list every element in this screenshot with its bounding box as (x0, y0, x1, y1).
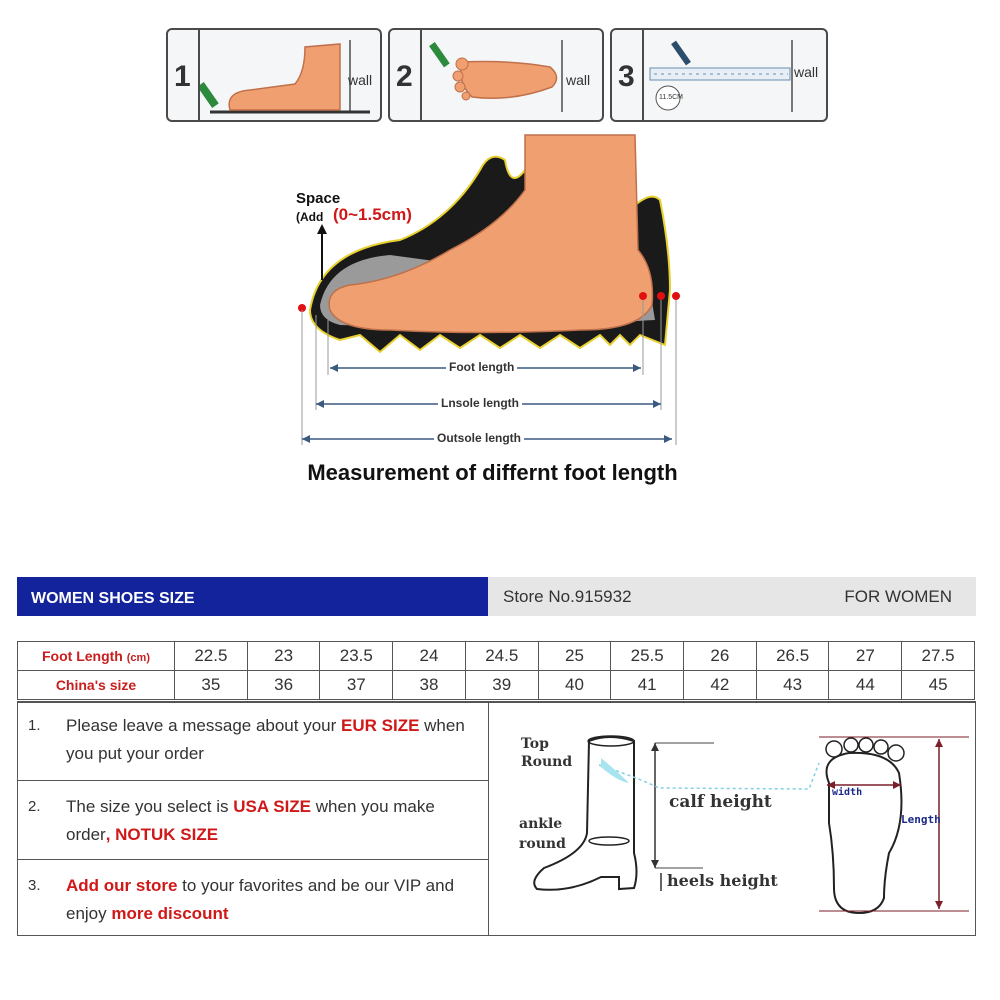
step-number: 3 (618, 60, 635, 93)
ruler-icon (649, 40, 793, 112)
more-discount-highlight: more discount (111, 904, 229, 923)
note-number: 3. (28, 877, 41, 894)
note-text-part: The size you select is (66, 797, 234, 816)
table-cell: 26.5 (755, 641, 830, 671)
wall-label: wall (348, 72, 373, 88)
table-cell: 35 (174, 670, 248, 700)
foot-length-label: Foot length (446, 360, 518, 374)
note-text-part: Please leave a message about your (66, 716, 342, 735)
step-1-box: 1 wall (166, 28, 382, 122)
divider (18, 780, 488, 781)
table-row-china-size: China's size 35 36 37 38 39 40 41 42 43 … (17, 670, 975, 700)
divider (420, 30, 422, 120)
table-cell: 42 (683, 670, 757, 700)
note-text: The size you select is USA SIZE when you… (66, 793, 478, 849)
notes-panel: 1. Please leave a message about your EUR… (17, 701, 489, 936)
note-text-part: when you make order (66, 797, 435, 844)
table-cell: 26 (683, 641, 757, 671)
usa-size-highlight: USA SIZE (233, 797, 312, 816)
table-cell: 25.5 (610, 641, 685, 671)
add-store-highlight: Add our store (66, 876, 178, 895)
divider (18, 859, 488, 860)
row-label-foot-length: Foot Length (cm) (17, 641, 175, 671)
row-label-china-size: China's size (17, 670, 175, 700)
table-cell: 41 (610, 670, 685, 700)
table-cell: 36 (246, 670, 321, 700)
round-label: Round (521, 754, 573, 770)
wall-label: wall (794, 64, 819, 80)
table-cell: 44 (828, 670, 903, 700)
table-header-right: Store No.915932 FOR WOMEN (488, 577, 976, 616)
note-text: Please leave a message about your EUR SI… (66, 712, 478, 768)
note-text: Add our store to your favorites and be o… (66, 872, 478, 928)
measure-label: 11.5CM (659, 94, 683, 101)
space-label: Space (296, 190, 341, 207)
note-number: 1. (28, 717, 41, 734)
step-3-box: 3 11.5CM wall (610, 28, 828, 122)
table-cell: 43 (755, 670, 830, 700)
step-number: 2 (396, 60, 413, 93)
boot-outline-illustration (533, 735, 969, 915)
unit-text: (cm) (126, 652, 150, 664)
table-cell: 24.5 (464, 641, 539, 671)
note-number: 2. (28, 798, 41, 815)
add-value: (0~1.5cm) (333, 205, 412, 224)
table-row-foot-length: Foot Length (cm) 22.5 23 23.5 24 24.5 25… (17, 641, 975, 671)
outsole-length-label: Outsole length (434, 431, 524, 445)
width-label: width (832, 787, 863, 798)
table-cell: 27 (828, 641, 903, 671)
wall-label: wall (566, 72, 591, 88)
heels-height-label: heels height (667, 871, 778, 890)
store-number: Store No.915932 (503, 587, 632, 606)
foot-length-text: Foot Length (42, 648, 123, 664)
diagram-title: Measurement of differnt foot length (307, 460, 678, 485)
round-label: round (519, 836, 566, 852)
not-uk-size-highlight: , NOTUK SIZE (105, 825, 219, 844)
foot-top-icon (429, 40, 563, 112)
top-label: Top (521, 736, 549, 752)
table-cell: 27.5 (901, 641, 975, 671)
table-cell: 39 (464, 670, 539, 700)
table-cell: 37 (319, 670, 394, 700)
ankle-label: ankle (519, 816, 563, 832)
size-table: Foot Length (cm) 22.5 23 23.5 24 24.5 25… (17, 641, 975, 700)
table-cell: 24 (392, 641, 466, 671)
table-header-title: WOMEN SHOES SIZE (17, 577, 488, 616)
boot-measure-panel: Top Round ankle round calf height heels … (489, 701, 976, 936)
table-cell: 22.5 (174, 641, 248, 671)
step-number: 1 (174, 60, 191, 93)
table-cell: 25 (537, 641, 612, 671)
note-text-part: when you put your order (66, 716, 465, 763)
length-label: Length (901, 813, 941, 826)
divider (198, 30, 200, 120)
table-cell: 23 (246, 641, 321, 671)
add-prefix: (Add (296, 210, 324, 224)
for-women-label: FOR WOMEN (844, 587, 952, 606)
foot-side-icon (200, 40, 370, 114)
step-2-box: 2 wall (388, 28, 604, 122)
calf-height-label: calf height (669, 792, 772, 812)
foot-in-shoe-illustration (298, 134, 680, 445)
insole-length-label: Lnsole length (438, 396, 522, 410)
table-cell: 40 (537, 670, 612, 700)
table-cell: 45 (901, 670, 975, 700)
table-cell: 38 (392, 670, 466, 700)
note-text-part: to your favorites and be our VIP and enj… (66, 876, 455, 923)
eur-size-highlight: EUR SIZE (341, 716, 420, 735)
divider (642, 30, 644, 120)
table-cell: 23.5 (319, 641, 394, 671)
